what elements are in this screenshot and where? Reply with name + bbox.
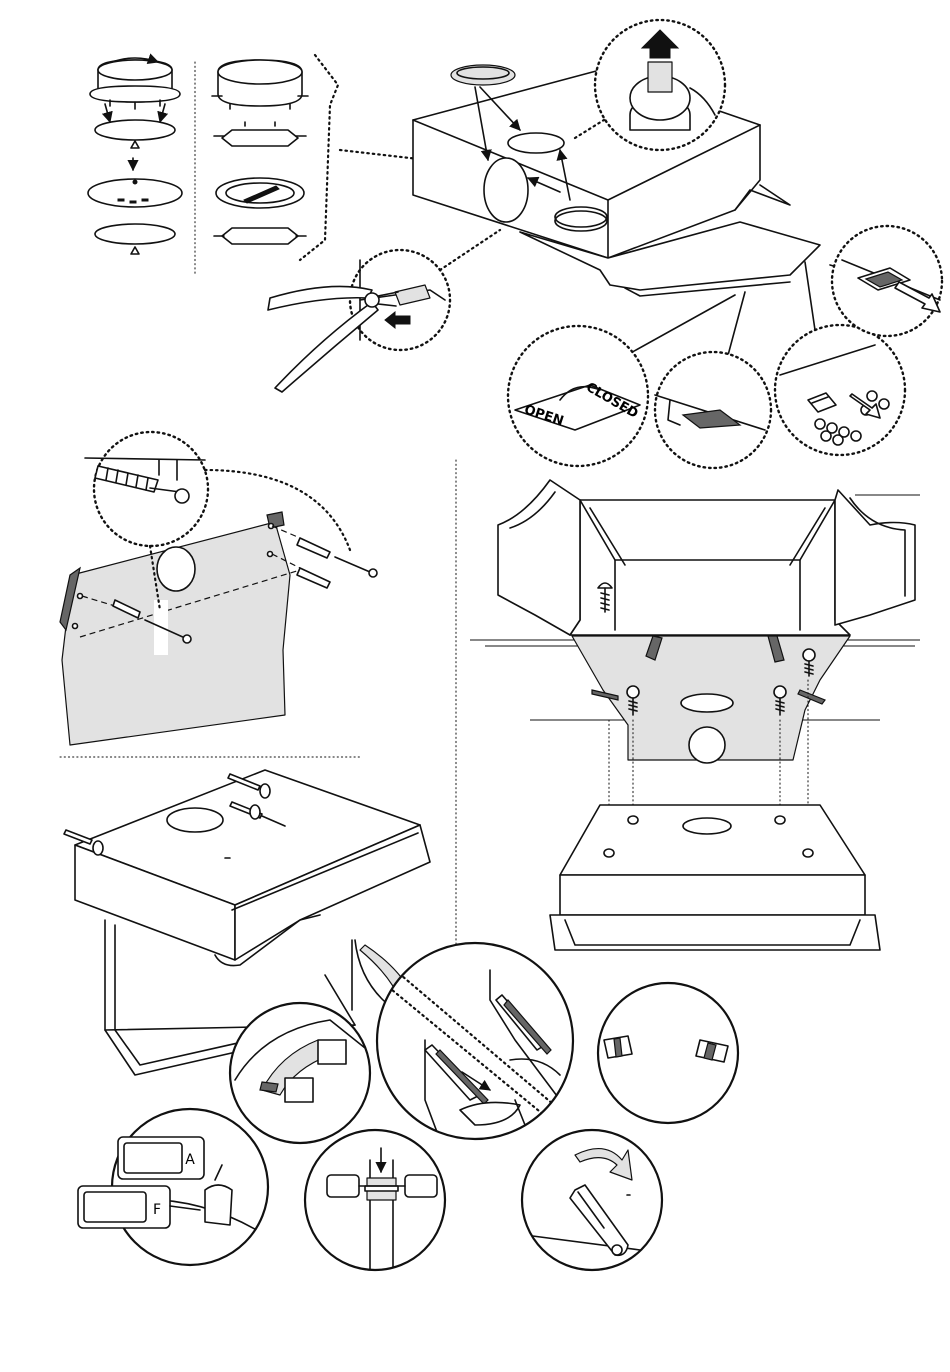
zoom-switch-labels: A F (78, 1109, 268, 1265)
leader-to-pliers (440, 230, 500, 270)
zoom-pliers (268, 250, 450, 392)
switch-label-f: F (153, 1202, 161, 1218)
zoom-connectors (598, 983, 738, 1123)
zoom-slider-switch (305, 1130, 445, 1270)
wall-fixing (60, 432, 377, 745)
zoom-cable-clip (230, 1003, 380, 1143)
switch-label-a: A (185, 1152, 195, 1168)
triangle-mark-icon (131, 141, 139, 148)
zoom-knob-rotate (522, 1130, 662, 1270)
zoom-cable-route (352, 940, 573, 1150)
flange-adapter-left-stack (88, 58, 182, 254)
zoom-panel-release (830, 226, 942, 336)
flange-adapter-right-stack (212, 60, 308, 244)
cabinet-mount (470, 480, 920, 950)
zoom-collar-lift (595, 20, 725, 150)
zoom-filter-clip (655, 292, 771, 468)
